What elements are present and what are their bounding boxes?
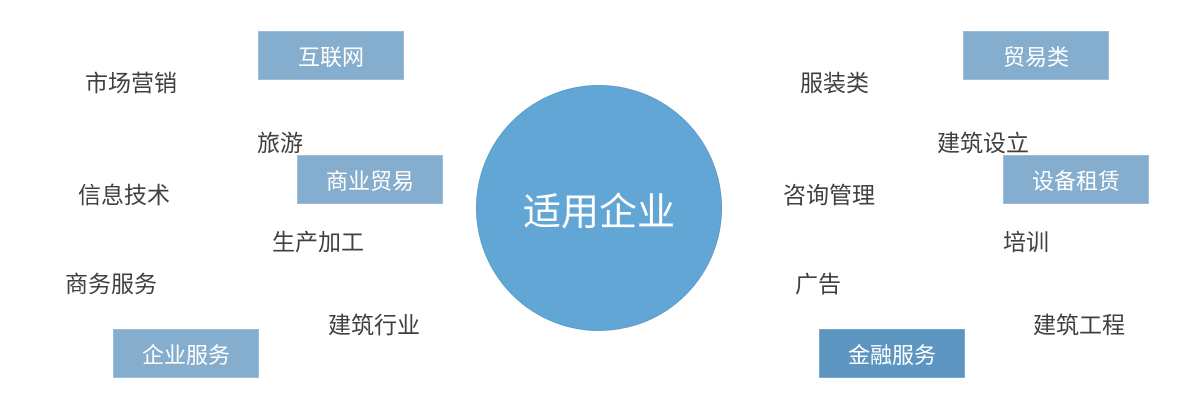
label-business-services: 商务服务 <box>65 272 157 298</box>
box-label: 企业服务 <box>141 343 230 369</box>
category-box-equipment-leasing: 设备租赁 <box>1003 155 1149 204</box>
label-it: 信息技术 <box>78 183 170 209</box>
category-box-internet: 互联网 <box>258 31 404 80</box>
label-construction-industry: 建筑行业 <box>328 313 420 339</box>
box-label: 金融服务 <box>847 343 936 369</box>
label-manufacturing: 生产加工 <box>272 230 364 256</box>
box-label: 商业贸易 <box>325 169 414 195</box>
label-construction-engineering: 建筑工程 <box>1033 313 1125 339</box>
label-tourism: 旅游 <box>257 131 303 157</box>
category-box-enterprise-services: 企业服务 <box>113 329 259 378</box>
category-box-commerce: 商业贸易 <box>297 155 443 204</box>
label-marketing: 市场营销 <box>85 71 177 97</box>
label-advertising: 广告 <box>795 272 841 298</box>
box-label: 贸易类 <box>1002 45 1069 71</box>
label-training: 培训 <box>1003 230 1049 256</box>
category-box-finance: 金融服务 <box>819 329 965 378</box>
center-circle: 适用企业 <box>476 85 722 331</box>
category-box-trade: 贸易类 <box>963 31 1109 80</box>
label-construction-setup: 建筑设立 <box>937 131 1029 157</box>
label-consulting: 咨询管理 <box>783 183 875 209</box>
box-label: 互联网 <box>297 45 364 71</box>
label-apparel: 服装类 <box>800 71 869 97</box>
center-label: 适用企业 <box>522 189 675 234</box>
box-label: 设备租赁 <box>1031 169 1120 195</box>
